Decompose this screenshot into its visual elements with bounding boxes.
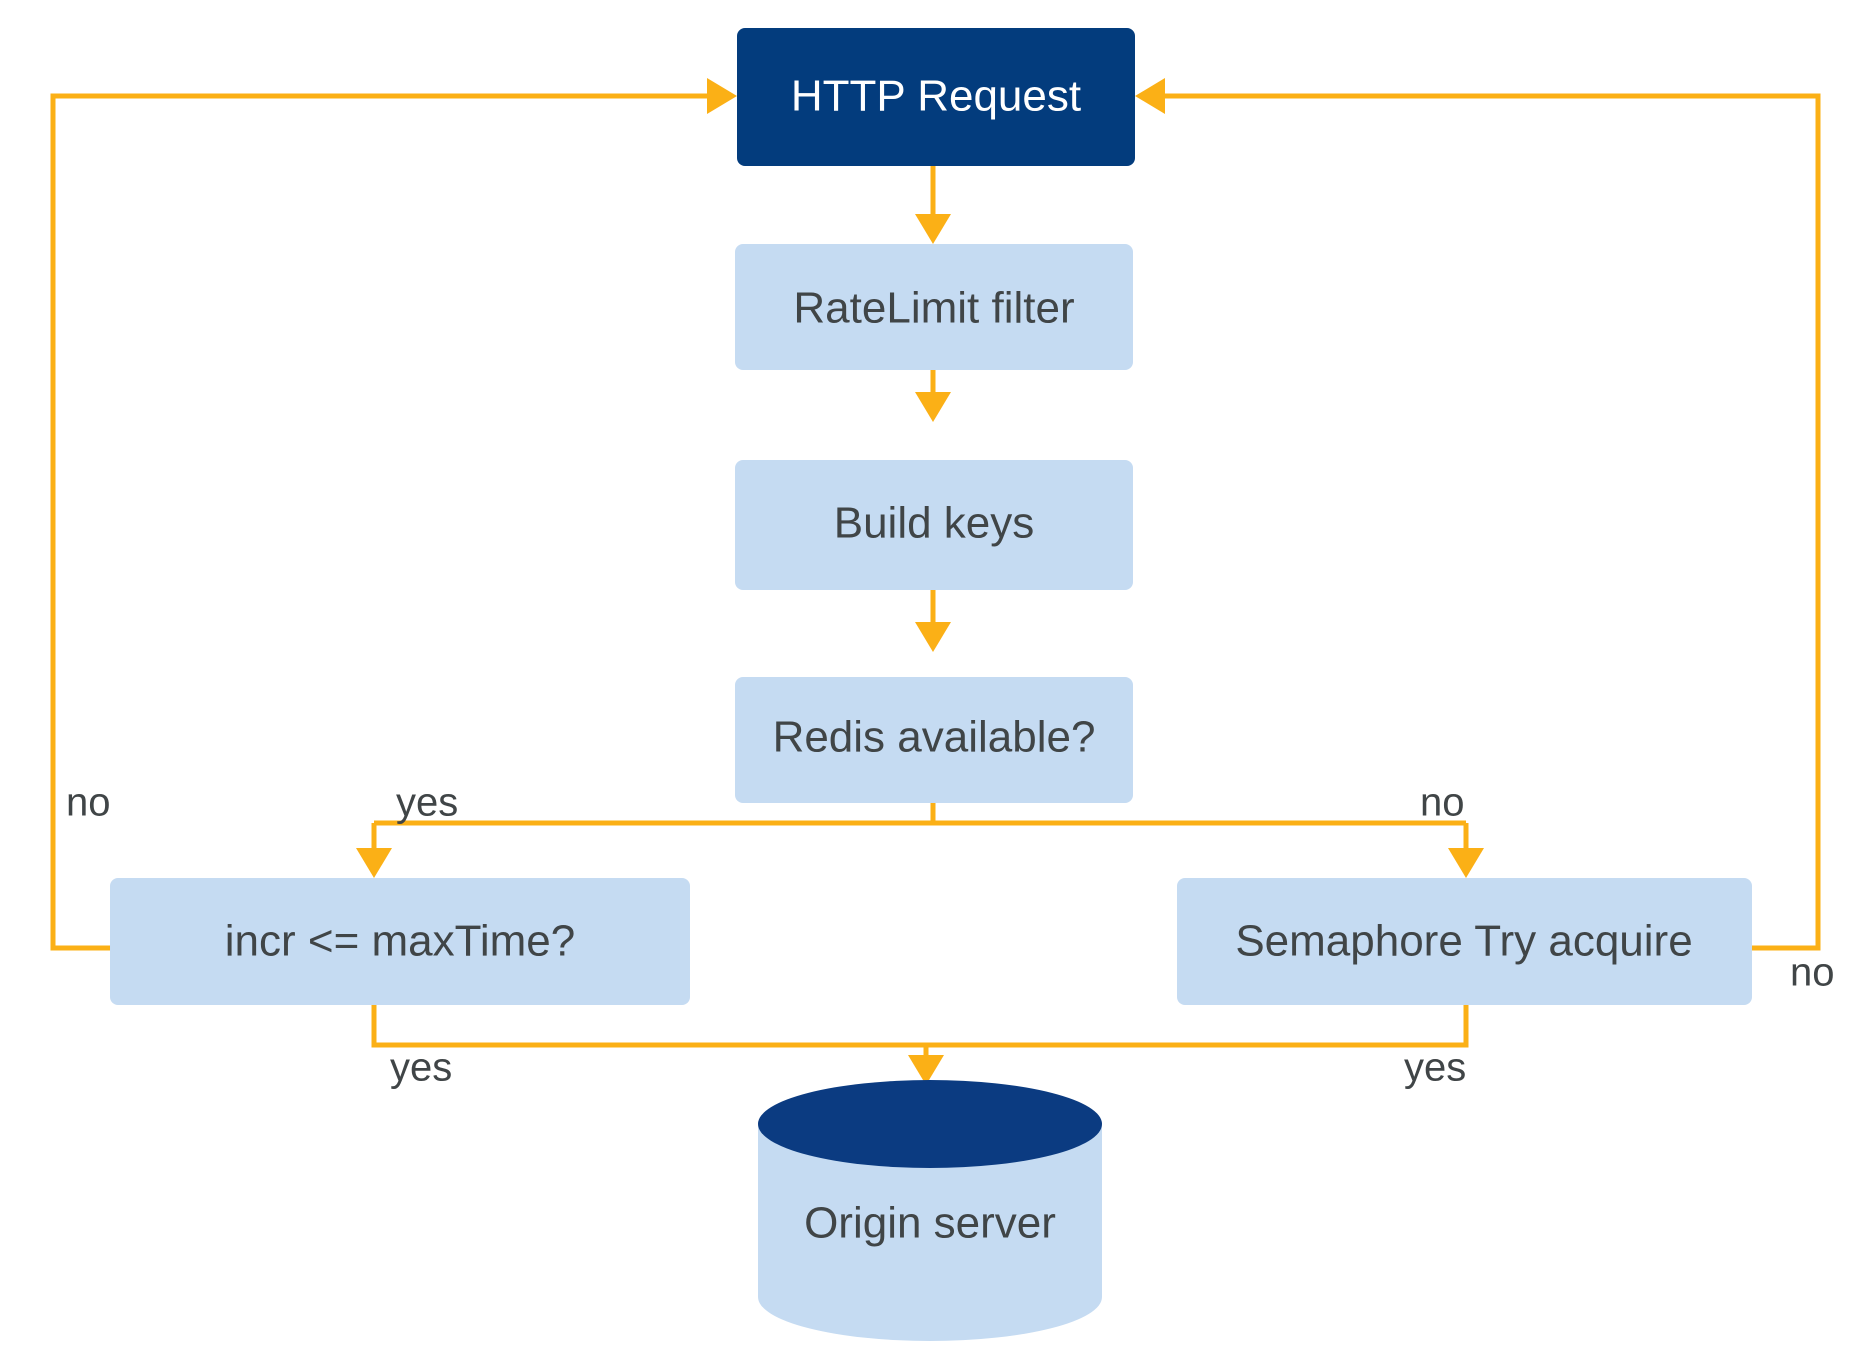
- node-incr-maxtime-shape: [110, 878, 690, 1005]
- edge-label-no-left-top: no: [66, 781, 111, 825]
- node-http-request-shape: [737, 28, 1135, 166]
- node-redis-available-label: Redis available?: [773, 713, 1096, 762]
- node-origin-server-label: Origin server: [804, 1199, 1056, 1248]
- node-semaphore-try-acquire[interactable]: Semaphore Try acquire: [1177, 878, 1752, 1005]
- edge-incr-no-to-http-request: [50, 93, 713, 951]
- arrowhead-redis: [915, 622, 951, 652]
- node-semaphore-try-acquire-label: Semaphore Try acquire: [1235, 917, 1692, 966]
- arrowhead-incr: [356, 848, 392, 878]
- node-origin-server[interactable]: Origin server: [758, 1080, 1102, 1341]
- edge-label-group: no yes no yes yes no: [66, 781, 1835, 1090]
- node-redis-available-shape: [735, 677, 1133, 803]
- node-build-keys-shape: [735, 460, 1133, 590]
- node-incr-maxtime-label: incr <= maxTime?: [225, 917, 575, 966]
- arrowhead-build-keys: [915, 392, 951, 422]
- node-http-request[interactable]: HTTP Request: [737, 28, 1135, 166]
- arrowhead-ratelimit: [915, 214, 951, 244]
- node-ratelimit-filter-shape: [735, 244, 1133, 370]
- arrowhead-semaphore: [1448, 848, 1484, 878]
- node-origin-server-body: [758, 1124, 1102, 1341]
- node-ratelimit-filter[interactable]: RateLimit filter: [735, 244, 1133, 370]
- arrowhead-origin-from-left: [908, 1055, 944, 1085]
- node-http-request-label: HTTP Request: [791, 72, 1081, 121]
- node-build-keys[interactable]: Build keys: [735, 460, 1133, 590]
- node-build-keys-label: Build keys: [834, 499, 1035, 548]
- node-incr-maxtime[interactable]: incr <= maxTime?: [110, 878, 690, 1005]
- edge-group: [50, 78, 1821, 1085]
- arrowhead-http-request-right: [1135, 78, 1165, 114]
- node-origin-server-top: [758, 1080, 1102, 1168]
- edge-label-yes-right-bottom: yes: [1404, 1046, 1466, 1090]
- node-semaphore-try-acquire-shape: [1177, 878, 1752, 1005]
- arrowhead-http-request-left: [707, 78, 737, 114]
- edge-incr-yes-to-origin: [371, 1005, 929, 1062]
- node-ratelimit-filter-label: RateLimit filter: [793, 284, 1074, 333]
- edge-label-yes-left-top: yes: [396, 781, 458, 825]
- edge-semaphore-no-to-http-request: [1159, 93, 1821, 951]
- edge-label-no-right-top: no: [1420, 781, 1465, 825]
- edge-label-yes-left-bottom: yes: [390, 1046, 452, 1090]
- node-redis-available[interactable]: Redis available?: [735, 677, 1133, 803]
- edge-semaphore-yes-to-origin: [926, 1005, 1469, 1048]
- edge-label-no-right-bottom: no: [1790, 951, 1835, 995]
